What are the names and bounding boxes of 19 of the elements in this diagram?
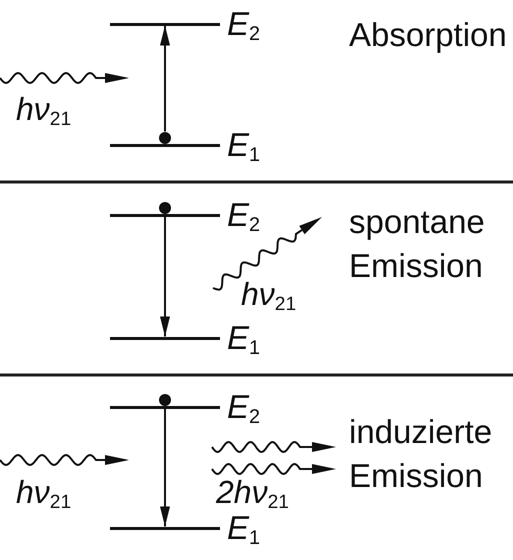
process-label: induzierte Emission (349, 412, 494, 496)
energy-level-label: E$_{1}$ (227, 320, 260, 354)
photon-energy-label: hν$_{21}$ (16, 93, 72, 125)
transition-arrow (160, 216, 170, 336)
process-label: spontane Emission (349, 202, 486, 286)
dot-icon (159, 202, 171, 214)
dot-icon (159, 394, 171, 406)
photon-energy-label: hν$_{21}$ (241, 278, 296, 310)
photon-energy-label: hν$_{21}$ (16, 476, 72, 508)
transition-arrow (160, 408, 170, 526)
energy-level-label: E$_{1}$ (227, 510, 260, 544)
photon-energy-label: 2hν$_{21}$ (216, 476, 289, 508)
energy-level-label: E$_{2}$ (227, 198, 260, 230)
energy-level-label: E$_{2}$ (227, 6, 260, 40)
energy-level-label: E$_{2}$ (227, 390, 260, 422)
transition-arrow (160, 26, 170, 132)
energy-level-label: E$_{1}$ (227, 128, 260, 160)
process-label: Absorption (349, 15, 508, 55)
dot-icon (159, 132, 171, 144)
